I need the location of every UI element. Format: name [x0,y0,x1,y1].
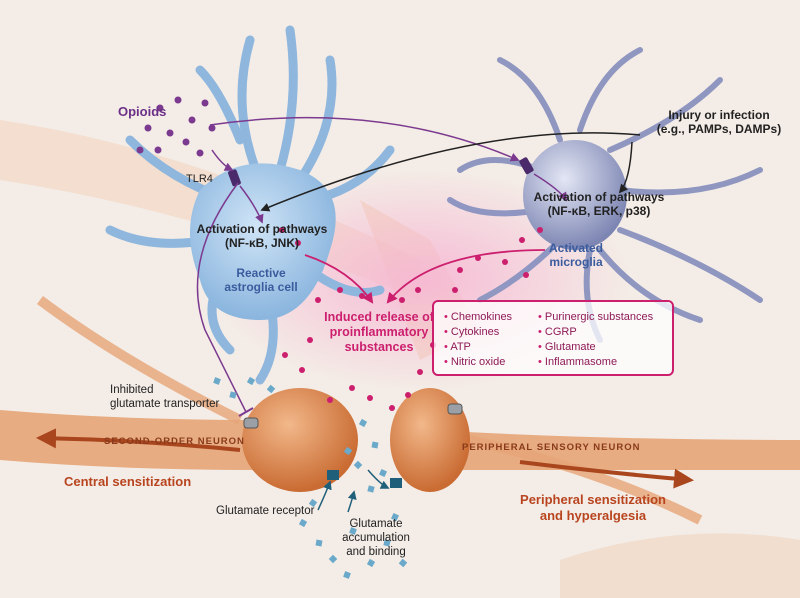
inhibited-line-2: glutamate transporter [110,397,220,410]
glutamate-receptor-arrow [317,480,332,511]
substance-item: Inflammasome [538,355,653,370]
peripheral-line-1: Peripheral sensitization [520,492,666,507]
neuron-process [37,295,243,425]
microglia-pathways-label: Activation of pathways (NF-κB, ERK, p38) [524,190,674,219]
astroglia-pathways-line-1: Activation of pathways [196,222,328,236]
astroglia-pathways-line-2: (NF-κB, JNK) [224,236,299,251]
peripheral-neuron-axon [430,430,800,470]
tlr4-label: TLR4 [186,173,213,185]
peripheral-transporter [447,403,463,415]
reactive-astroglia-label: Reactive astroglia cell [206,266,316,295]
glutamate-line-1: Glutamate [349,518,403,530]
substance-item: ATP [444,340,512,355]
central-direction-arrow [36,428,241,452]
opioid-to-microglia-arrow [209,116,520,162]
microglia-cell-body [523,140,627,250]
injury-line-2: (e.g., PAMPs, DAMPs) [656,122,782,137]
microglia-release-arrow [386,249,546,304]
astroglia-release-arrow [304,254,374,304]
induced-line-3: substances [344,340,414,354]
tlr4-receptor-icon [519,157,534,175]
activated-line-2: microglia [549,255,603,270]
reactive-line-2: astroglia cell [224,280,298,295]
astroglia-cell-body [190,163,336,320]
second-order-neuron-label: SECOND-ORDER NEURON [104,436,245,447]
microglia-pathways-line-1: Activation of pathways [533,190,665,204]
substance-item: Purinergic substances [538,310,653,325]
glutamate-transporter [243,417,259,429]
central-sensitization-label: Central sensitization [64,474,192,489]
neuron-process [468,435,703,525]
activated-microglia-label: Activated microglia [536,241,616,270]
reactive-line-1: Reactive [236,266,286,280]
opioids-label: Opioids [118,104,167,119]
injury-label: Injury or infection (e.g., PAMPs, DAMPs) [644,108,794,137]
induced-line-1: Induced release of [324,310,434,324]
peripheral-sensitization-label: Peripheral sensitization and hyperalgesi… [508,492,678,523]
induced-release-label: Induced release of proinflammatory subst… [310,310,448,355]
second-order-neuron-terminal [242,388,358,492]
proinflammatory-particles [279,227,543,411]
activated-line-1: Activated [548,241,604,255]
astroglia-pathways-label: Activation of pathways (NF-κB, JNK) [186,222,338,251]
microglia-pathways-line-2: (NF-κB, ERK, p38) [547,204,651,219]
opioid-molecules [136,96,216,157]
substance-item: Glutamate [538,340,653,355]
tlr4-activation-arrow [239,185,264,224]
substance-item: CGRP [538,325,653,340]
inhibited-line-1: Inhibited [110,384,154,396]
substance-item: Chemokines [444,310,512,325]
injury-line-1: Injury or infection [668,108,770,122]
peripheral-sensory-neuron-label: PERIPHERAL SENSORY NEURON [462,442,641,453]
glutamate-accumulation-label: Glutamate accumulation and binding [330,518,422,559]
glutamate-line-3: and binding [346,545,406,558]
substances-right-column: Purinergic substances CGRP Glutamate Inf… [538,310,653,370]
glutamate-particles [213,376,408,579]
substance-item: Nitric oxide [444,355,512,370]
glutamate-binding-arrow [347,490,357,513]
injury-to-astroglia-arrow [260,132,641,212]
glutamate-line-2: accumulation [342,531,410,544]
tlr4-activation-arrow [533,173,567,202]
proinflammatory-substances-box: Chemokines Cytokines ATP Nitric oxide Pu… [432,300,674,376]
induced-line-2: proinflammatory [329,325,429,339]
background-tissue [560,533,800,598]
peripheral-line-2: and hyperalgesia [539,507,647,523]
peripheral-direction-arrow [519,460,694,489]
opioid-to-astroglia-arrow [211,149,234,171]
tlr4-receptor-icon [228,169,241,187]
glutamate-binding-arrow [367,469,390,489]
injury-to-microglia-arrow [618,141,633,194]
substance-item: Cytokines [444,325,512,340]
glutamate-receptor-label: Glutamate receptor [216,505,315,517]
inhibition-line [196,182,247,413]
inhibited-transporter-label: Inhibited glutamate transporter [110,384,219,412]
glutamate-receptor-icon [327,470,339,480]
substances-left-column: Chemokines Cytokines ATP Nitric oxide [444,310,512,370]
glutamate-receptor-icon [390,478,402,488]
inhibition-bar [238,407,254,417]
